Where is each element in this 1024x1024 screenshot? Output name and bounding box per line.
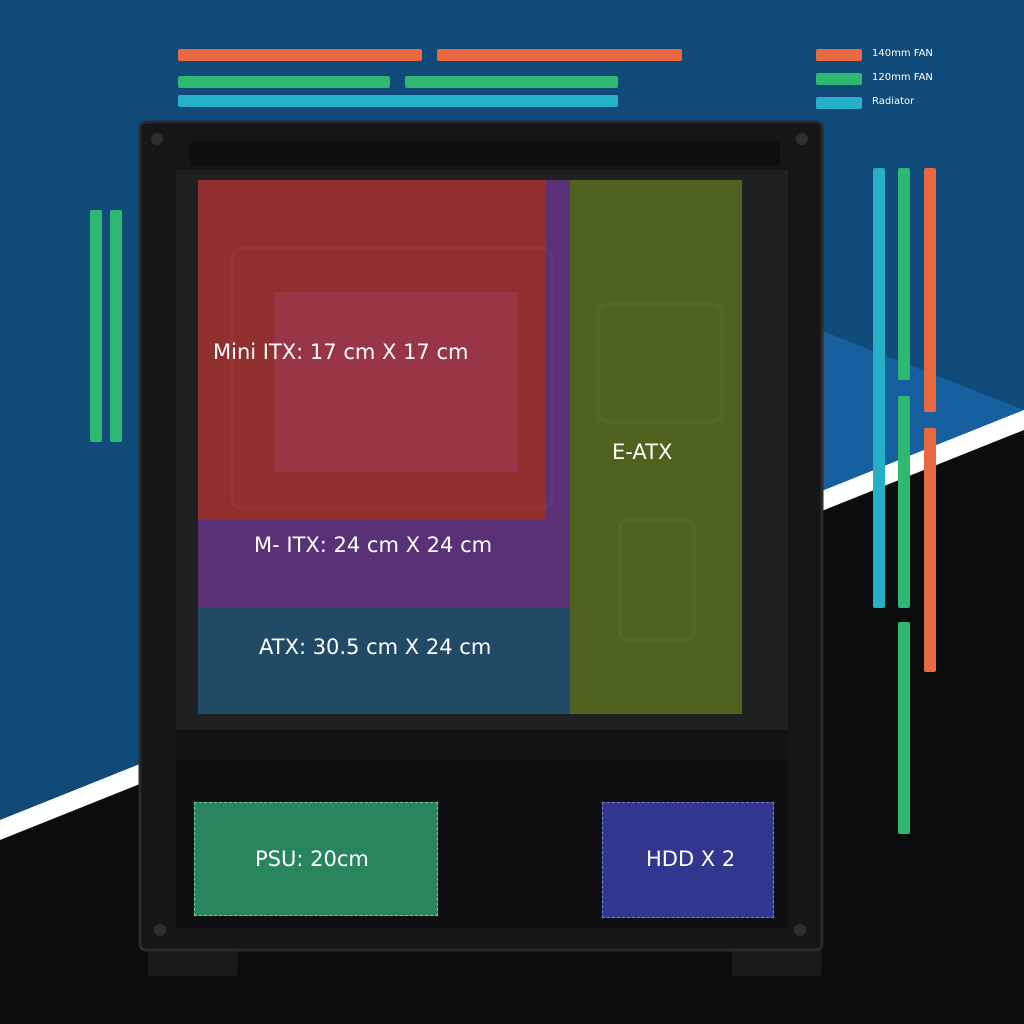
front-120mm-fan-bar	[898, 168, 910, 380]
legend-label: 140mm FAN	[872, 48, 933, 59]
front-140mm-fan-bar	[924, 168, 936, 412]
atx-zone	[198, 608, 570, 714]
case-foot-right	[732, 948, 822, 976]
front-140mm-fan-bar	[924, 428, 936, 672]
legend-item-140mm-fan: 140mm FAN	[816, 48, 1016, 62]
legend-label: Radiator	[872, 96, 915, 107]
rear-120mm-fan-bar	[90, 210, 102, 442]
background-triangle	[820, 330, 1024, 495]
legend-label: 120mm FAN	[872, 72, 933, 83]
m-itx-zone-strip	[546, 180, 570, 520]
legend-swatch	[816, 97, 862, 109]
mini-itx-inner-area	[274, 292, 518, 472]
m-itx-zone	[198, 520, 570, 608]
top-120mm-fan-bar	[178, 76, 390, 88]
screw-icon	[794, 924, 806, 936]
e-atx-label: E-ATX	[612, 440, 673, 464]
psu-zone	[194, 802, 438, 916]
atx-label: ATX: 30.5 cm X 24 cm	[259, 635, 492, 659]
front-120mm-fan-bar	[898, 622, 910, 834]
legend-swatch	[816, 73, 862, 85]
top-140mm-fan-bar	[437, 49, 682, 61]
top-radiator-bar	[178, 95, 618, 107]
screw-icon	[796, 133, 808, 145]
top-140mm-fan-bar	[178, 49, 422, 61]
hdd-label: HDD X 2	[646, 847, 736, 871]
m-itx-label: M- ITX: 24 cm X 24 cm	[254, 533, 493, 557]
rear-120mm-fan-bar	[110, 210, 122, 442]
e-atx-zone	[570, 180, 742, 714]
mini-itx-label: Mini ITX: 17 cm X 17 cm	[213, 340, 469, 364]
psu-label: PSU: 20cm	[255, 847, 369, 871]
top-vent	[190, 142, 780, 166]
front-120mm-fan-bar	[898, 396, 910, 608]
shroud-vent	[176, 730, 788, 760]
legend-item-radiator: Radiator	[816, 96, 1016, 110]
screw-icon	[154, 924, 166, 936]
legend-item-120mm-fan: 120mm FAN	[816, 72, 1016, 86]
legend-swatch	[816, 49, 862, 61]
front-radiator-bar	[873, 168, 885, 608]
top-120mm-fan-bar	[405, 76, 618, 88]
screw-icon	[151, 133, 163, 145]
case-foot-left	[148, 948, 238, 976]
hdd-zone	[602, 802, 774, 918]
